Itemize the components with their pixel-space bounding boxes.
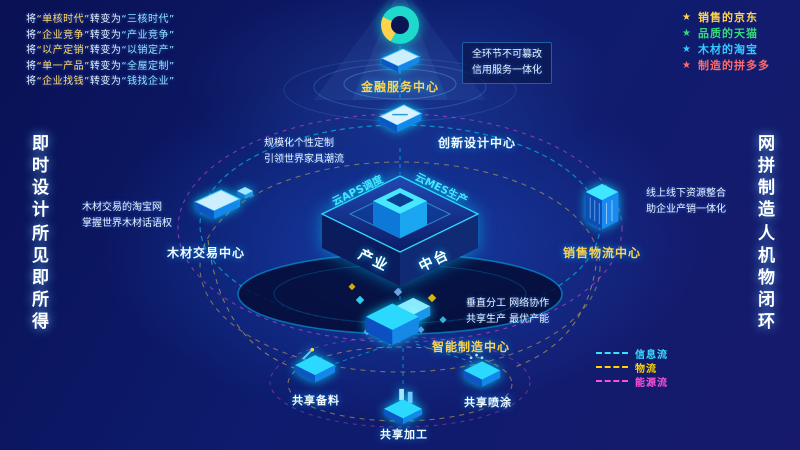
star-icon: ★ [682, 12, 692, 23]
design-tablet-icon [378, 104, 423, 133]
slogan-closed-loop: 人机物闭环 [754, 224, 774, 334]
wood-center-node [174, 186, 260, 226]
coin-hole [391, 16, 409, 34]
manufacturing-center-label: 智能制造中心 [432, 340, 511, 354]
slogan-wysiwyg: 所见即所得 [28, 224, 48, 334]
logistics-callout: 线上线下资源整合 助企业产销一体化 [646, 188, 726, 215]
selling-point-pinduoduo: ★制造的拼多多 [682, 59, 770, 72]
central-platform-shape [320, 175, 480, 286]
spray-booth-icon [463, 353, 501, 387]
flow-legend: 信息流 物流 能源流 [596, 346, 668, 389]
transform-statement: 将“以产定销”转变为“以销定产” [26, 45, 175, 56]
star-icon: ★ [682, 60, 692, 71]
wood-callout: 木材交易的淘宝网 掌握世界木材话语权 [82, 202, 172, 229]
wood-trade-tablet-icon [193, 189, 242, 219]
finance-center-label: 金融服务中心 [360, 80, 439, 94]
finance-center-node: 金融服务中心 [358, 6, 442, 95]
star-icon: ★ [682, 44, 692, 55]
finance-callout: 全环节不可篡改 信用服务一体化 [462, 42, 552, 84]
logistics-center-node [582, 182, 622, 237]
shared-spraying-node [462, 352, 502, 393]
energy-flow-line-swatch [596, 380, 628, 382]
transform-statement: 将“单核时代”转变为“三核时代” [26, 14, 175, 25]
transform-statement: 将“企业竞争”转变为“产业竞争” [26, 29, 175, 41]
legend-item-logistics-flow: 物流 [596, 360, 668, 375]
selling-point-tmall: ★品质的天猫 [682, 27, 758, 40]
building-icon [585, 183, 619, 230]
transform-statement: 将“企业找钱”转变为“钱找企业” [26, 76, 175, 87]
selling-points: ★销售的京东 ★品质的天猫 ★木材的淘宝 ★制造的拼多多 [682, 10, 770, 74]
manufacturing-callout: 垂直分工 网络协作 共享生产 最优产能 [466, 298, 550, 325]
legend-item-energy-flow: 能源流 [596, 374, 668, 389]
shared-materials-node [292, 346, 338, 390]
transform-statements: 将“单核时代”转变为“三核时代” 将“企业竞争”转变为“产业竞争” 将“以产定销… [26, 12, 175, 90]
coin-ring-icon [381, 6, 419, 44]
shared-spraying-label: 共享喷涂 [464, 396, 512, 409]
selling-point-taobao: ★木材的淘宝 [682, 43, 758, 56]
star-icon: ★ [682, 28, 692, 39]
wood-center-label: 木材交易中心 [166, 246, 245, 260]
information-flow-line-swatch [596, 352, 628, 354]
shared-materials-label: 共享备料 [292, 394, 340, 407]
slogan-instant-design: 即时设计 [28, 134, 48, 222]
manufacturing-center-node [364, 294, 434, 351]
legend-item-information-flow: 信息流 [596, 346, 668, 361]
innovation-callout: 规模化个性定制 引领世界家具潮流 [264, 138, 344, 165]
innovation-center-label: 创新设计中心 [438, 136, 517, 150]
innovation-center-node [374, 102, 426, 139]
finance-terminal-icon [380, 48, 421, 72]
machining-center-icon [383, 388, 423, 425]
transform-statement: 将“单一产品”转变为“全屋定制” [26, 60, 175, 72]
logistics-flow-line-swatch [596, 366, 628, 368]
selling-point-jd: ★销售的京东 [682, 11, 758, 24]
cart-icon [237, 187, 253, 199]
logistics-center-label: 销售物流中心 [562, 246, 641, 260]
robot-arm-pallet-icon [295, 347, 335, 383]
shared-processing-node [382, 386, 424, 430]
smart-factory-icon [365, 297, 431, 346]
slogan-network-manufacturing: 网拼制造 [754, 134, 774, 222]
shared-processing-label: 共享加工 [380, 428, 428, 441]
